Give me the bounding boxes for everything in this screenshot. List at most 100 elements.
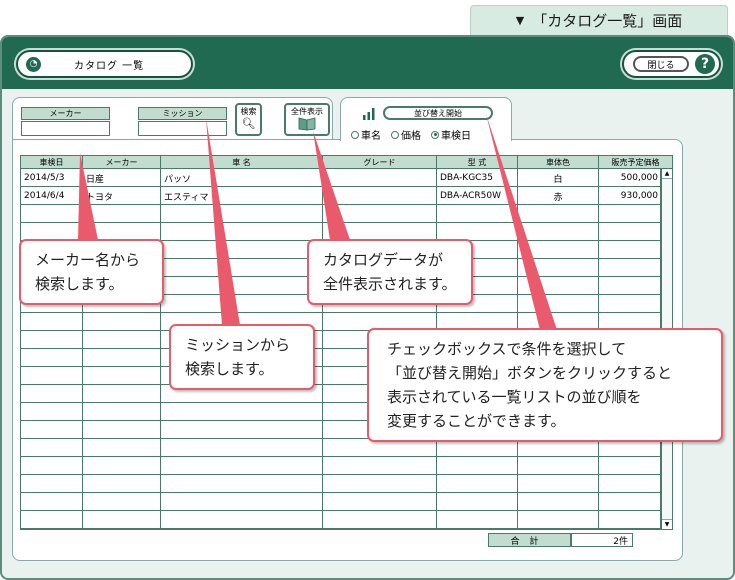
maker-input[interactable] <box>21 121 110 136</box>
table-cell <box>21 349 83 367</box>
table-cell <box>323 223 437 241</box>
column-header[interactable]: 車体色 <box>518 156 599 168</box>
radio-icon <box>351 130 359 139</box>
table-cell <box>161 331 323 349</box>
close-button[interactable]: 閉じる <box>633 56 689 72</box>
table-cell <box>21 367 83 385</box>
table-cell <box>437 313 518 331</box>
table-cell <box>437 475 518 493</box>
callout-sort: チェックボックスで条件を選択して 「並び替え開始」ボタンをクリックすると 表示さ… <box>367 328 723 442</box>
pointer-sort <box>486 114 557 330</box>
sort-start-button[interactable]: 並び替え開始 <box>383 106 493 120</box>
pointer-mission <box>206 118 240 325</box>
table-cell <box>518 277 599 295</box>
table-row[interactable] <box>21 475 660 493</box>
table-cell <box>161 367 323 385</box>
table-row[interactable] <box>21 313 660 331</box>
callout-show-all: カタログデータが 全件表示されます。 <box>307 239 473 305</box>
table-row[interactable] <box>21 511 660 529</box>
table-cell <box>161 493 323 511</box>
table-cell: 赤 <box>518 187 599 205</box>
sort-option-inspection-date[interactable]: 車検日 <box>431 127 471 142</box>
scroll-up-icon[interactable]: ▲ <box>662 169 672 179</box>
table-cell: 日産 <box>83 169 161 187</box>
table-cell <box>161 475 323 493</box>
mission-input[interactable] <box>138 121 227 136</box>
window-title: ◔ カタログ 一覧 <box>16 50 193 78</box>
open-book-icon <box>298 117 316 131</box>
table-cell <box>161 205 323 223</box>
table-cell <box>518 295 599 313</box>
callout-mission: ミッションから 検索します。 <box>169 324 315 390</box>
bar-chart-icon <box>363 108 375 120</box>
pointer-maker <box>78 153 98 240</box>
column-header[interactable]: 車検日 <box>21 156 83 168</box>
table-cell <box>161 313 323 331</box>
table-row[interactable] <box>21 493 660 511</box>
table-cell <box>83 511 161 529</box>
table-cell <box>518 313 599 331</box>
table-cell: トヨタ <box>83 187 161 205</box>
table-cell <box>161 223 323 241</box>
table-cell <box>161 421 323 439</box>
table-cell: 930,000 <box>620 191 658 201</box>
screen-name-label: 「カタログ一覧」画面 <box>532 12 683 30</box>
screen-name-tab: ▼ 「カタログ一覧」画面 <box>470 5 728 35</box>
column-header[interactable]: グレード <box>323 156 437 168</box>
table-cell <box>437 241 518 259</box>
table-row[interactable] <box>21 457 660 475</box>
app-icon: ◔ <box>26 56 41 72</box>
radio-selected-icon <box>431 130 439 139</box>
table-cell <box>83 439 161 457</box>
window-title-label: カタログ 一覧 <box>74 60 145 72</box>
table-cell <box>437 295 518 313</box>
help-icon[interactable]: ? <box>695 54 715 74</box>
table-cell <box>161 349 323 367</box>
table-cell <box>83 223 161 241</box>
table-cell <box>518 241 599 259</box>
table-cell <box>21 403 83 421</box>
table-cell <box>83 493 161 511</box>
table-cell <box>518 493 599 511</box>
search-panel: メーカー ミッション 検索 🔍︎ 全件表示 <box>12 97 333 139</box>
table-cell: DBA-KGC35 <box>437 169 518 187</box>
table-cell <box>518 259 599 277</box>
radio-icon <box>391 130 399 139</box>
search-button[interactable]: 検索 🔍︎ <box>235 103 262 136</box>
table-cell <box>323 187 437 205</box>
sort-option-price[interactable]: 価格 <box>391 127 421 142</box>
sort-option-name[interactable]: 車名 <box>351 127 381 142</box>
table-cell <box>161 439 323 457</box>
column-header[interactable]: 型 式 <box>437 156 518 168</box>
table-cell <box>83 313 161 331</box>
scroll-down-icon[interactable]: ▼ <box>662 519 672 529</box>
table-cell <box>161 385 323 403</box>
table-cell <box>21 385 83 403</box>
table-cell <box>83 367 161 385</box>
total-label: 合計 <box>488 533 571 547</box>
callout-maker: メーカー名から 検索します。 <box>19 239 164 305</box>
pointer-show-all <box>313 131 350 240</box>
table-cell <box>21 439 83 457</box>
table-header: 車検日 メーカー 車 名 グレード 型 式 車体色 販売予定価格 <box>20 155 673 169</box>
table-cell <box>518 223 599 241</box>
table-cell <box>518 457 599 475</box>
show-all-button[interactable]: 全件表示 <box>284 103 330 136</box>
table-cell <box>323 313 437 331</box>
table-cell <box>437 277 518 295</box>
table-cell <box>323 475 437 493</box>
table-cell <box>83 421 161 439</box>
table-cell <box>161 403 323 421</box>
table-cell <box>518 205 599 223</box>
total-value: 2件 <box>571 533 633 547</box>
table-row[interactable] <box>21 439 660 457</box>
search-icon: 🔍︎ <box>241 117 256 130</box>
table-cell <box>21 313 83 331</box>
table-cell <box>518 475 599 493</box>
table-cell <box>83 475 161 493</box>
column-header[interactable]: 販売予定価格 <box>611 157 660 167</box>
table-cell <box>323 457 437 475</box>
column-header[interactable]: メーカー <box>83 156 161 168</box>
